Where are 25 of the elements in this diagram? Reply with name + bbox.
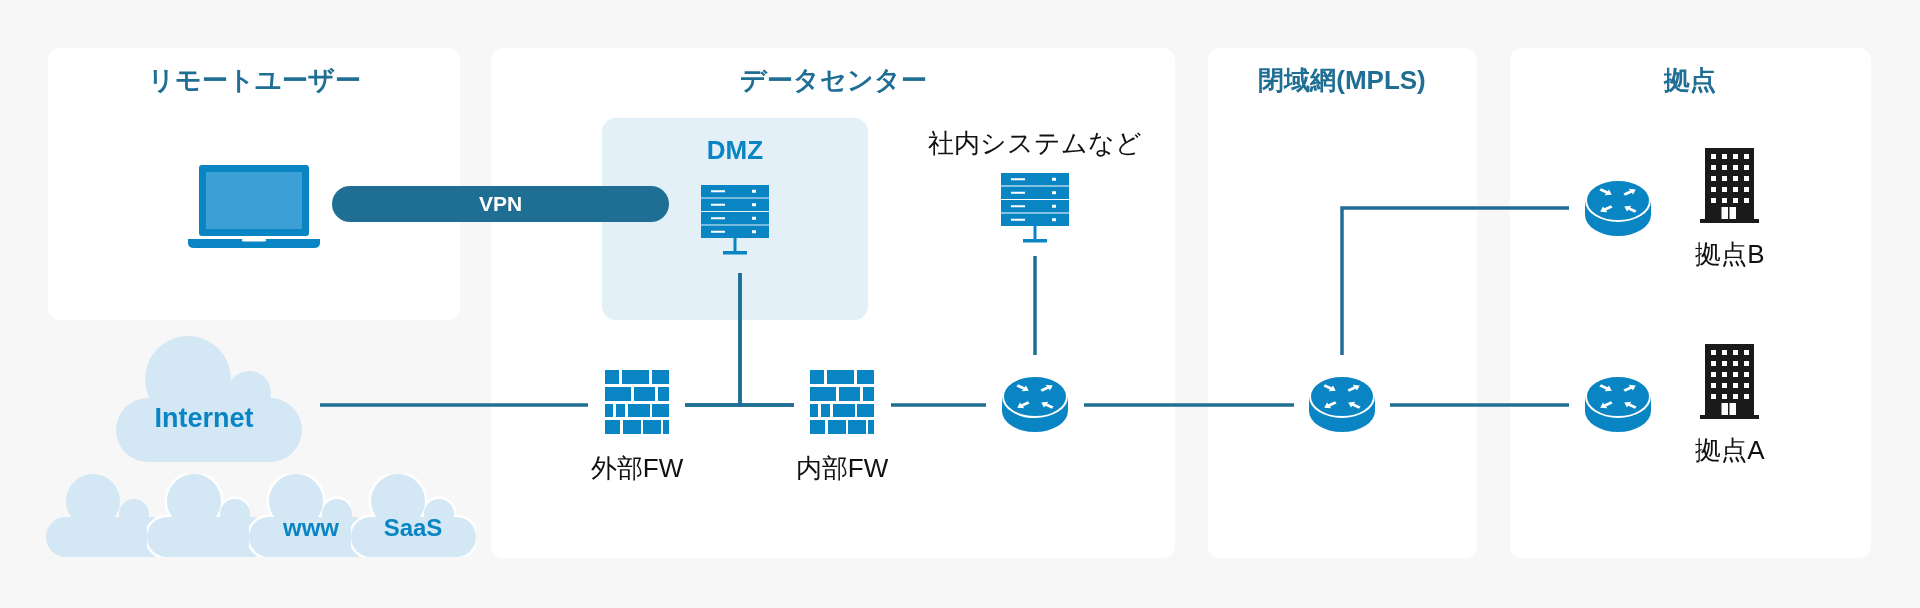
connector-line	[1033, 256, 1037, 355]
device-label: 社内システムなど	[928, 129, 1142, 159]
device-label: 拠点B	[1695, 240, 1765, 270]
panel	[1208, 48, 1477, 558]
tunnel-band: VPN	[332, 186, 669, 222]
cloud-label: Internet	[154, 403, 254, 435]
zone-title: DMZ	[706, 136, 764, 166]
device-label: 外部FW	[590, 454, 684, 484]
panel-title: リモートユーザー	[147, 66, 361, 96]
connector-line	[891, 403, 986, 407]
device-label: 内部FW	[795, 454, 889, 484]
panel	[48, 48, 460, 320]
cloud-label: SaaS	[383, 514, 443, 542]
panel	[1510, 48, 1871, 558]
panel-title: データセンター	[739, 66, 927, 96]
connector-line	[320, 403, 588, 407]
device-label: 拠点A	[1695, 436, 1765, 466]
cloud-label: www	[283, 514, 339, 542]
connector-line	[1340, 206, 1569, 355]
connector-line	[1390, 403, 1569, 407]
panel-title: 拠点	[1664, 66, 1716, 96]
zone-box	[602, 118, 868, 320]
connector-line	[738, 273, 794, 407]
panel-title: 閉域網(MPLS)	[1258, 66, 1426, 96]
connector-line	[1084, 403, 1294, 407]
